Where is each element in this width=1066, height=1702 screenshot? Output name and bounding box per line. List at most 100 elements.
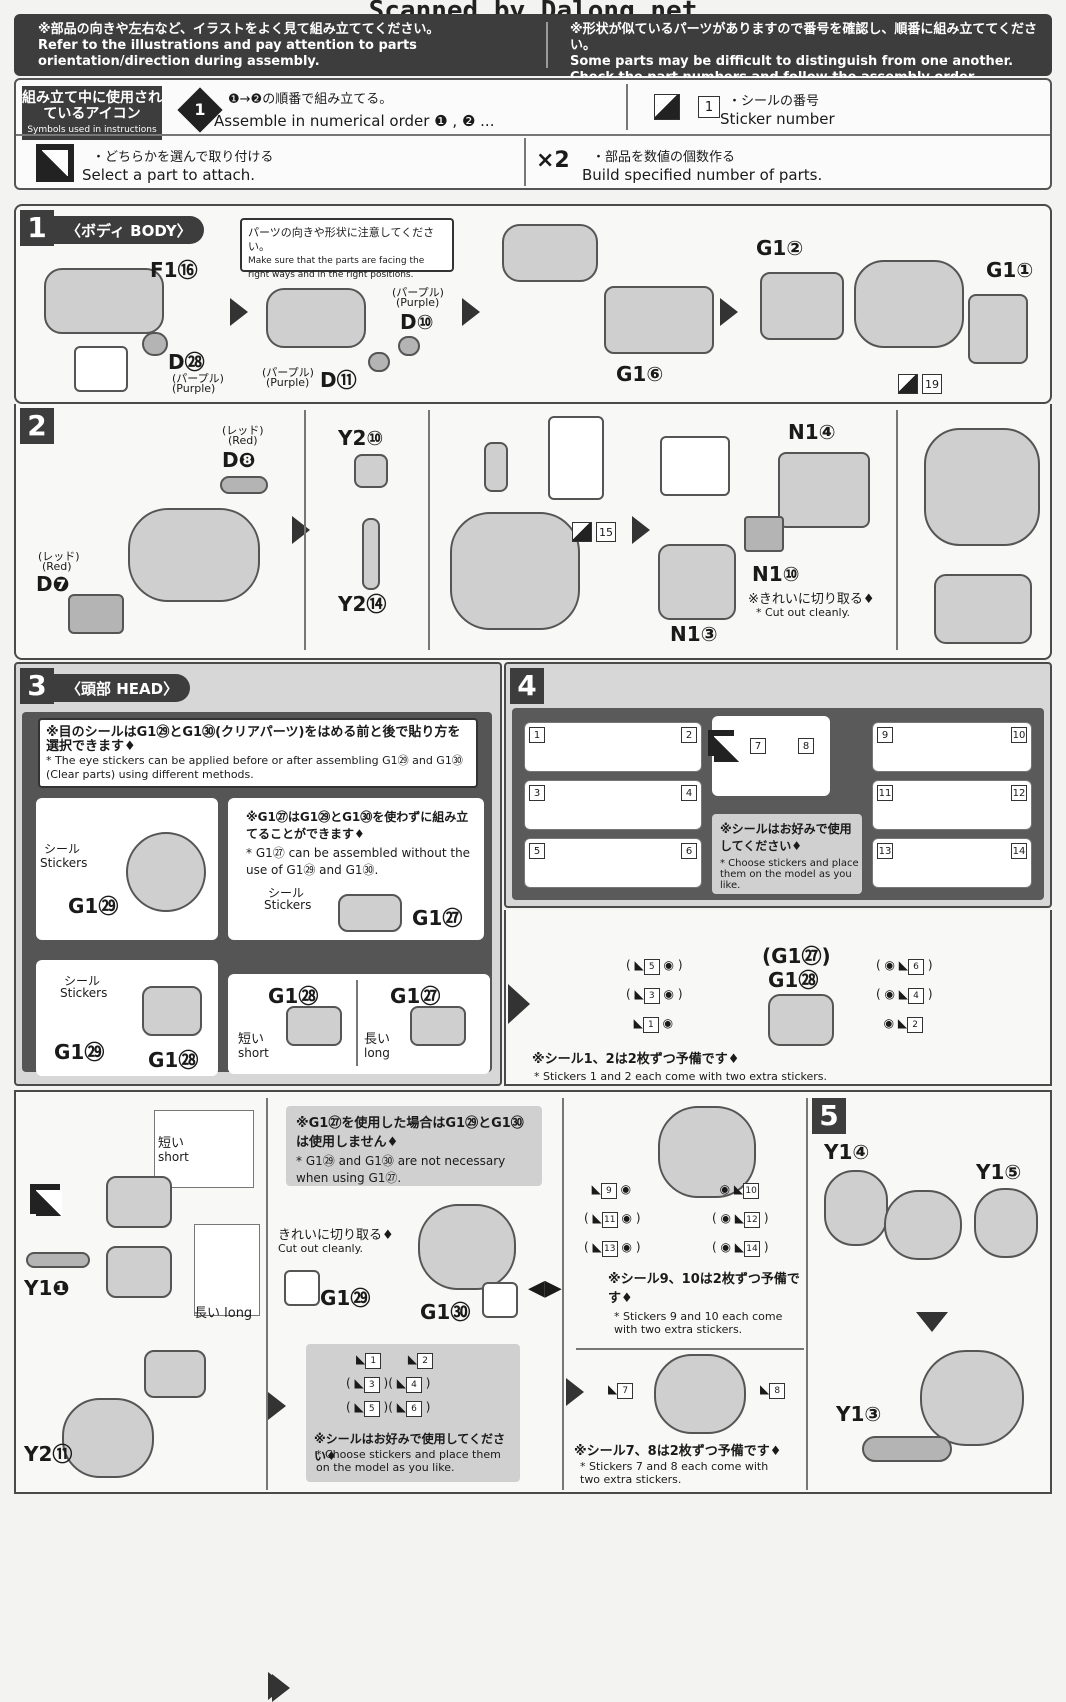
choice-sticker-6: 6 [405, 1401, 422, 1417]
label-d11: D⑪ [320, 368, 357, 392]
clear-part-inset-right [482, 1282, 518, 1318]
label-g129-bottom: G1㉙ [320, 1286, 371, 1310]
detail-n1-inset [660, 436, 730, 496]
label-g129-b: G1㉙ [54, 1040, 105, 1064]
label-g127-long: G1㉗ [390, 984, 441, 1008]
right-sticker-row-6: ( ◉ ◣6 ) [876, 958, 933, 975]
label-g129-a: G1㉙ [68, 894, 119, 918]
header-bar: ※部品の向きや左右など、イラストをよく見て組み立ててください。 Refer to… [14, 14, 1052, 85]
step-2-frame: 2 (レッド) (Red) D❽ (レッド) (Red) D❼ Y2⑩ Y2⑭ … [14, 404, 1052, 660]
clear-part-inset-left [284, 1270, 320, 1306]
sticker-14: 14 [1011, 843, 1027, 859]
label-d7-jp: (レッド) [38, 550, 80, 563]
step-1-number: 1 [20, 210, 54, 246]
sticker-13: 13 [877, 843, 893, 859]
part-y13 [862, 1436, 952, 1462]
face-extra-jp: ※シール7、8は2枚ずつ予備です♦ [574, 1444, 782, 1459]
long-jp: 長い [364, 1032, 391, 1047]
part-waist-final [934, 574, 1032, 644]
head-face-bottom [654, 1354, 746, 1434]
label-d10-jp: (パープル) [392, 286, 444, 299]
face-sticker-8-row: ◣8 [760, 1382, 786, 1399]
stickers-jp-3: シール [64, 974, 101, 988]
step-1-frame: 1 〈ボディ BODY〉 F1⑯ D㉘ (パープル) (Purple) パーツの… [14, 204, 1052, 404]
right-sticker-row-4: ( ◉ ◣4 ) [876, 987, 933, 1004]
sticker-4: 4 [681, 785, 697, 801]
label-d7: D❼ [36, 572, 70, 596]
g127-usage-note: ※G1㉗を使用した場合はG1㉙とG1㉚は使用しません♦ * G1㉙ and G1… [286, 1106, 542, 1186]
short-jp: 短い [238, 1032, 265, 1047]
part-chest [128, 508, 260, 602]
sticker-11: 11 [877, 785, 893, 801]
label-g12: G1② [756, 236, 804, 260]
long-detail-inset [194, 1224, 260, 1316]
sticker-sets-right: 9 10 11 12 13 14 [868, 718, 1038, 894]
face-sticker-row-9: ◣9 ◉ [584, 1182, 641, 1199]
header-divider [546, 22, 548, 68]
mid-extra-en: * Stickers 9 and 10 each come with two e… [614, 1310, 783, 1336]
sticker-5: 5 [529, 843, 545, 859]
head-step5-final [920, 1350, 1024, 1446]
legend-title: 組み立て中に使用されているアイコン Symbols used in instru… [22, 86, 162, 140]
detail-neck-inset [548, 416, 604, 500]
legend-choose-en: Select a part to attach. [82, 166, 256, 184]
label-d7-en: (Red) [42, 560, 72, 573]
part-g16 [604, 286, 714, 354]
face-sticker-row-12: ( ◉ ◣12 ) [712, 1211, 769, 1228]
legend-sticker-jp: ・シールの番号 [728, 94, 820, 109]
label-d11-jp: (パープル) [262, 366, 314, 379]
step-5-number: 5 [812, 1098, 846, 1134]
head-option-a [126, 832, 206, 912]
part-y214 [362, 518, 380, 590]
length-divider [356, 980, 358, 1066]
face-sticker-7: 7 [617, 1383, 634, 1399]
part-body-frame-2 [266, 288, 366, 348]
label-n13: N1③ [670, 622, 718, 646]
label-g128-short: G1㉘ [268, 984, 319, 1008]
header-right-jp: ※形状が似ているパーツがありますので番号を確認し、順番に組み立ててください。 [570, 22, 1037, 53]
choice-sticker-1: 1 [365, 1353, 382, 1369]
choice-sticker-4: 4 [405, 1377, 422, 1393]
cut-cleanly-en: Cut out cleanly. [278, 1242, 364, 1255]
sticker-sets-left: 1 2 3 4 5 6 [520, 718, 708, 894]
face-sticker-row-14: ( ◉ ◣14 ) [712, 1240, 769, 1257]
head-face-front [658, 1106, 756, 1198]
label-d8: D❽ [222, 448, 256, 472]
label-g16: G1⑥ [616, 362, 664, 386]
sticker-7: 7 [750, 738, 766, 754]
step-3-title: 〈頭部 HEAD〉 [54, 674, 191, 702]
part-torso-assembled [450, 512, 580, 630]
eye-set-1-2: 1 2 [524, 722, 702, 772]
step-4-frame: 4 1 2 3 4 5 6 7 8 ※シールはお好みで使用してください♦ * C… [504, 662, 1052, 908]
sticker-number-19: 19 [922, 374, 942, 394]
extra-note-step4-jp: ※シール1、2は2枚ずつ予備です♦ [532, 1052, 740, 1067]
header-right: ※形状が似ているパーツがありますので番号を確認し、順番に組み立ててください。 S… [570, 22, 1040, 86]
option-g127-panel: ※G1㉗はG1㉙とG1㉚を使わずに組み立てることができます♦ * G1㉗ can… [228, 798, 484, 940]
part-y15 [974, 1188, 1038, 1258]
orientation-note: パーツの向きや形状に注意してください。 Make sure that the p… [240, 218, 454, 280]
choice-sticker-3: 3 [363, 1377, 380, 1393]
header-left-jp: ※部品の向きや左右など、イラストをよく見て組み立ててください。 [38, 22, 440, 37]
arrow-down-step5 [916, 1312, 948, 1332]
detail-inset [74, 346, 128, 392]
sticker-9: 9 [877, 727, 893, 743]
left-sticker-1: 1 [642, 1017, 659, 1033]
face-sticker-7-row: ◣7 [608, 1382, 634, 1399]
label-g11: G1① [986, 258, 1034, 282]
bottom-short-jp: 短い [158, 1136, 185, 1151]
bottom-col3-divider [576, 1348, 804, 1350]
choice-sticker-5: 5 [363, 1401, 380, 1417]
head-frame-assembly [144, 1350, 206, 1398]
icon-legend: 組み立て中に使用されているアイコン Symbols used in instru… [14, 78, 1052, 190]
choice-pref-en: * Choose stickers and place them on the … [316, 1448, 501, 1474]
orientation-note-jp: パーツの向きや形状に注意してください。 [248, 226, 435, 253]
step-3-frame: 3 〈頭部 HEAD〉 ※目のシールはG1㉙とG1㉚(クリアパーツ)をはめる前と… [14, 662, 502, 1086]
part-y14 [824, 1170, 888, 1246]
face-extra-en: * Stickers 7 and 8 each come with two ex… [580, 1460, 769, 1486]
step-3-number: 3 [20, 668, 54, 704]
choice-row-3: ( ◣5 )( ◣6 ) [346, 1400, 430, 1417]
stickers-en-3: Stickers [60, 986, 108, 1000]
part-n13 [658, 544, 736, 620]
stickers-jp-2: シール [268, 886, 305, 900]
short-detail-inset [154, 1110, 254, 1188]
